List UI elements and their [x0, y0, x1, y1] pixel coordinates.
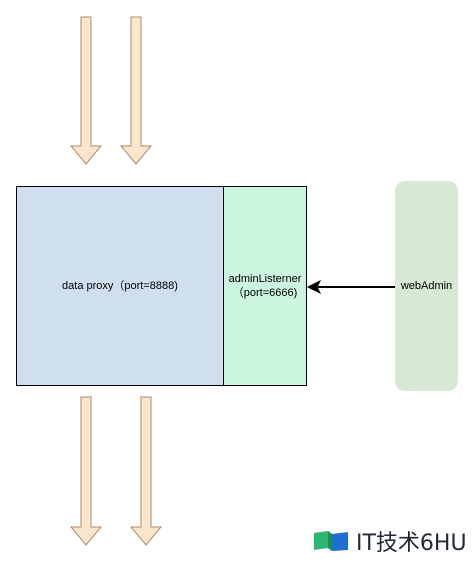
admin-listener-box: adminListerner （port=6666) [223, 186, 307, 386]
data-proxy-label: data proxy（port=8888) [62, 280, 178, 292]
admin-listener-port: （port=6666) [232, 287, 298, 299]
outgoing-flow-arrow-right [129, 396, 163, 546]
incoming-flow-arrow-right [119, 16, 153, 165]
watermark: IT技术6HU [312, 525, 467, 557]
book-logo-icon [314, 531, 348, 551]
web-admin-box: webAdmin [395, 181, 458, 391]
outgoing-flow-arrow-left [69, 396, 103, 546]
watermark-text: IT技术6HU [356, 531, 467, 556]
connector-arrowhead [306, 279, 322, 295]
data-proxy-box: data proxy（port=8888) [16, 186, 224, 386]
incoming-flow-arrow-left [69, 16, 103, 165]
admin-listener-label: adminListerner [228, 273, 302, 285]
web-admin-label: webAdmin [400, 280, 453, 292]
